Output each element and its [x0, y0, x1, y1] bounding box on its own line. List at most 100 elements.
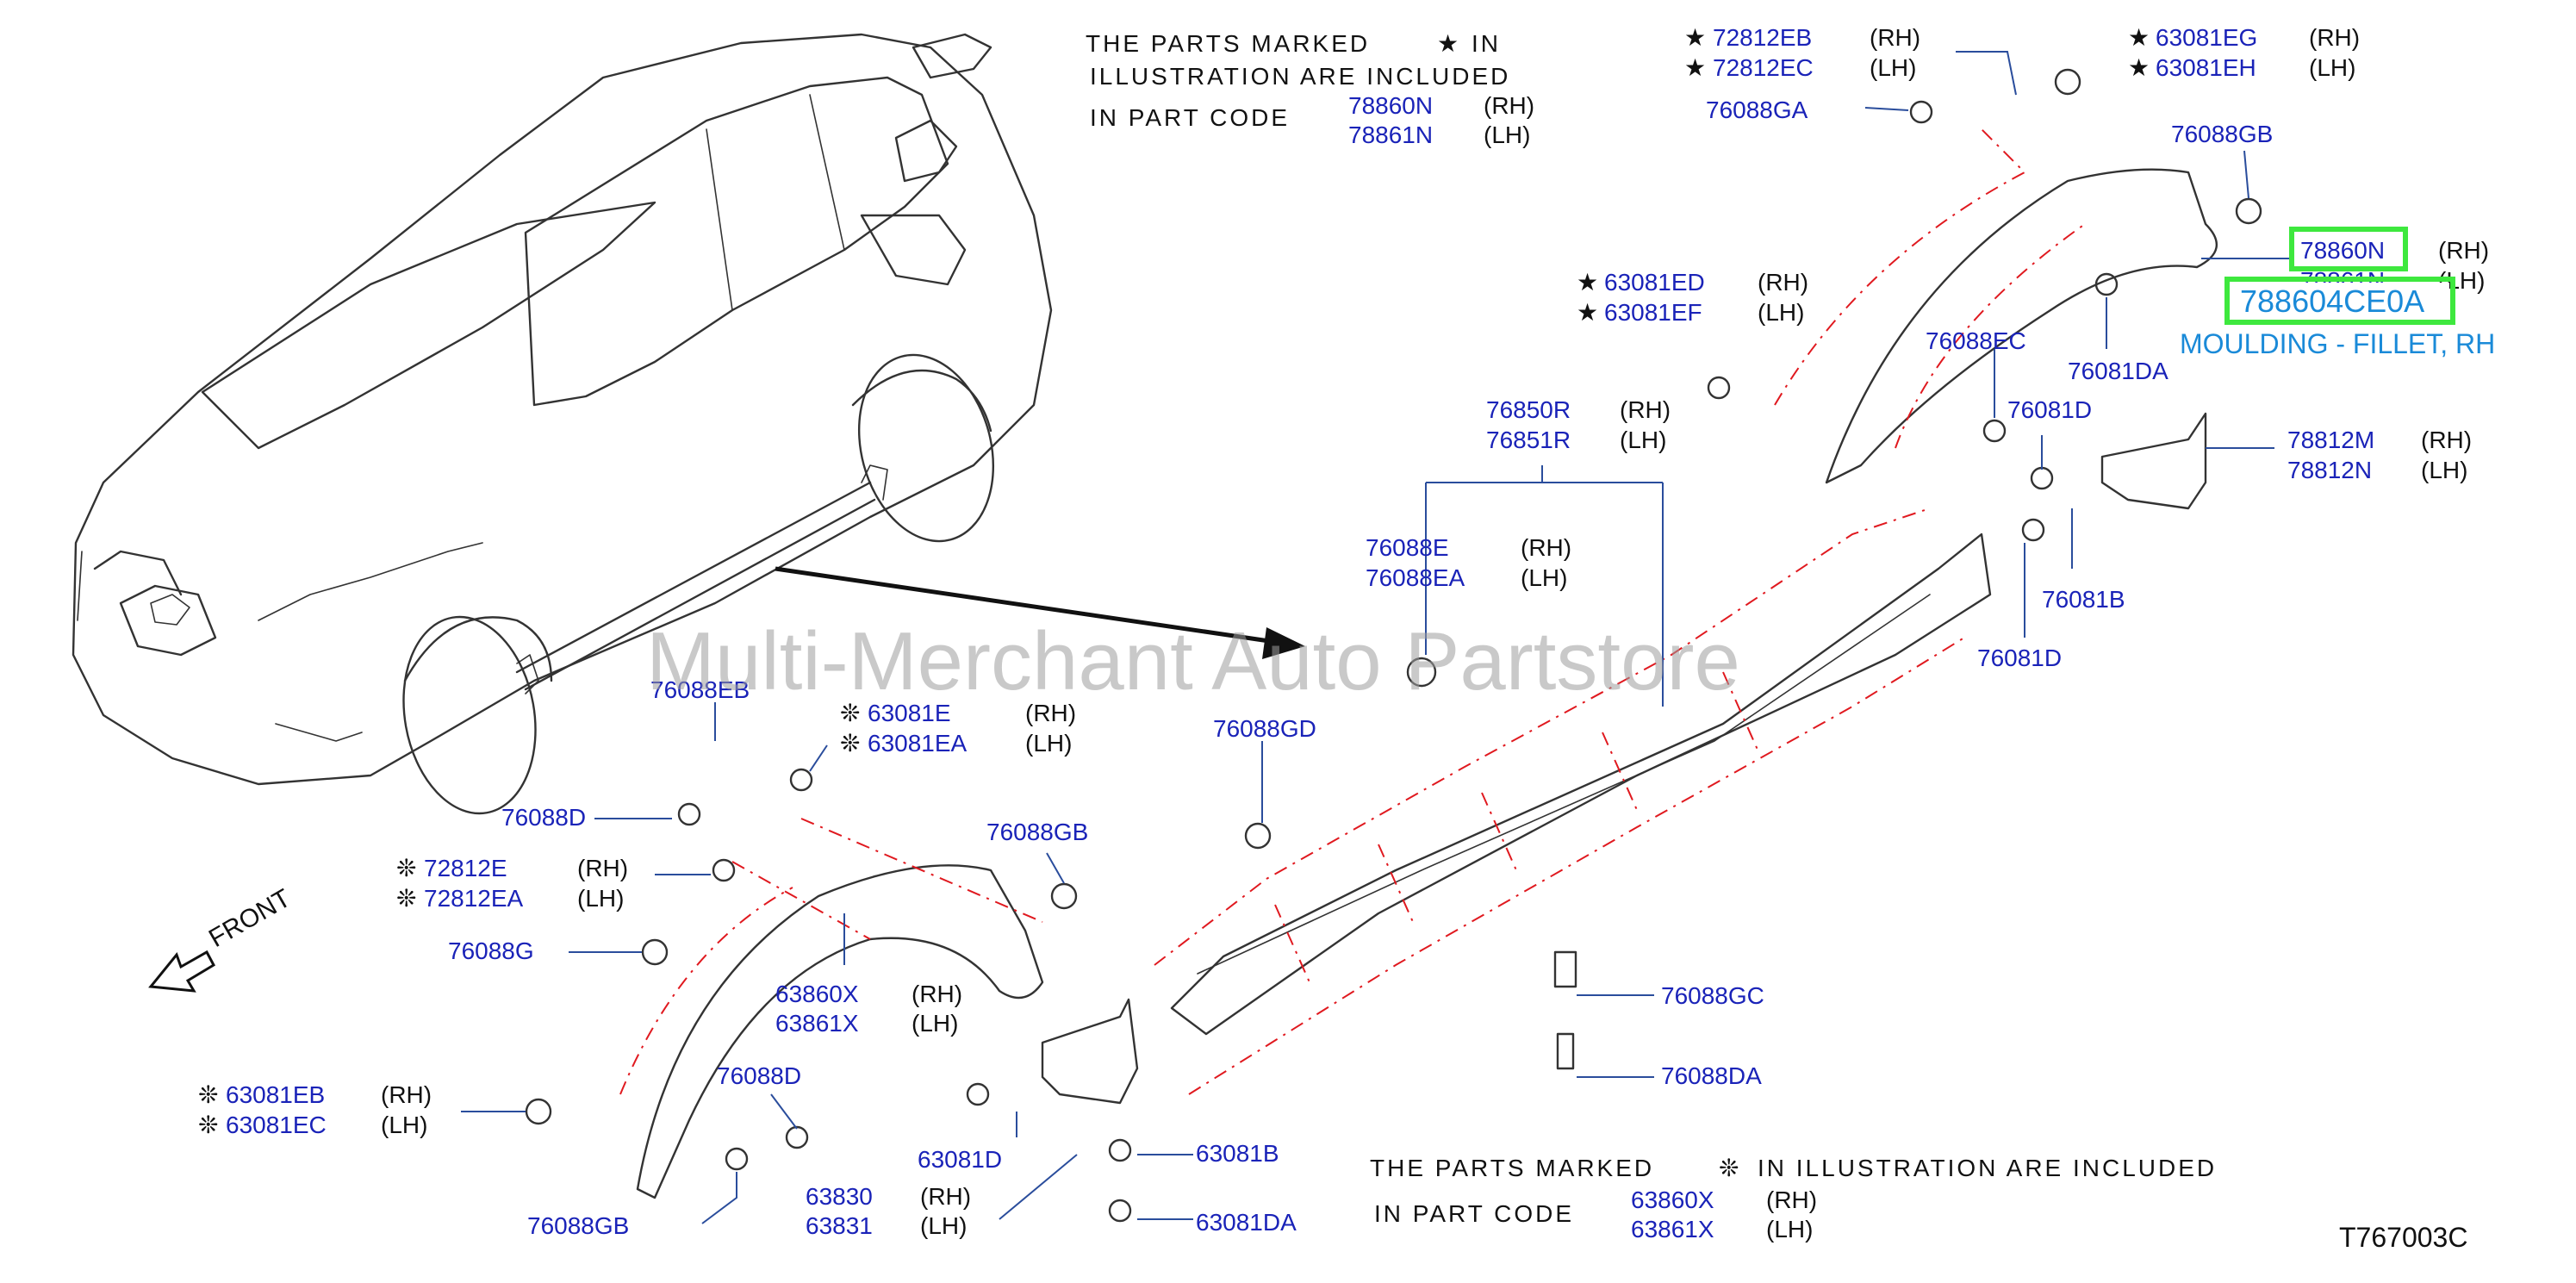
- side-76850R: (RH): [1620, 396, 1671, 423]
- note-snow-line1b: IN ILLUSTRATION ARE INCLUDED: [1758, 1155, 2217, 1181]
- note-snow-line1: THE PARTS MARKED: [1370, 1155, 1654, 1181]
- part-76088GC[interactable]: 76088GC: [1661, 982, 1764, 1009]
- part-76081DA-top[interactable]: 76081DA: [2068, 358, 2168, 384]
- note-snowflake: THE PARTS MARKED ❊ IN ILLUSTRATION ARE I…: [1370, 1155, 2217, 1243]
- side-63830: (RH): [920, 1183, 971, 1210]
- part-72812E[interactable]: 72812E: [424, 855, 507, 881]
- part-76088GA[interactable]: 76088GA: [1706, 97, 1808, 123]
- note-star-line1b: IN: [1472, 30, 1501, 57]
- highlight-description: MOULDING - FILLET, RH: [2180, 328, 2495, 359]
- mark-63081EB: ❊: [198, 1081, 218, 1108]
- part-63081DA[interactable]: 63081DA: [1196, 1209, 1297, 1236]
- note-snow-rh: (RH): [1766, 1186, 1817, 1213]
- note-snow-lh: (LH): [1766, 1216, 1813, 1243]
- side-78812M: (RH): [2421, 427, 2472, 453]
- side-sill-moulding: [1154, 508, 1992, 1095]
- part-63081EG[interactable]: 63081EG: [2156, 24, 2257, 51]
- mark-63081ED: ★: [1577, 269, 1598, 296]
- part-76088EA[interactable]: 76088EA: [1366, 564, 1465, 591]
- mark-72812EC: ★: [1684, 54, 1706, 81]
- part-76088GB-bot[interactable]: 76088GB: [527, 1212, 629, 1239]
- part-63860X[interactable]: 63860X: [775, 981, 859, 1007]
- part-63081ED[interactable]: 63081ED: [1604, 269, 1705, 296]
- note-snow-symbol: ❊: [1719, 1155, 1739, 1181]
- vehicle-illustration: [72, 33, 1053, 815]
- side-63081EC: (LH): [381, 1112, 427, 1138]
- part-63830[interactable]: 63830: [806, 1183, 873, 1210]
- side-63831: (LH): [920, 1212, 967, 1239]
- watermark: Multi-Merchant Auto Partstore: [646, 615, 1740, 707]
- part-63081D[interactable]: 63081D: [918, 1146, 1002, 1173]
- part-76088GD[interactable]: 76088GD: [1213, 715, 1316, 742]
- part-63081EF[interactable]: 63081EF: [1604, 299, 1702, 326]
- part-76851R[interactable]: 76851R: [1486, 427, 1571, 453]
- part-63081EC[interactable]: 63081EC: [226, 1112, 327, 1138]
- side-63861X: (LH): [912, 1010, 958, 1037]
- side-63081EH: (LH): [2309, 54, 2355, 81]
- part-63831[interactable]: 63831: [806, 1212, 873, 1239]
- side-63081ED: (RH): [1758, 269, 1808, 296]
- part-76088E[interactable]: 76088E: [1366, 534, 1449, 561]
- highlight-box-part: [2224, 277, 2455, 325]
- part-78860N[interactable]: 78860N: [2300, 237, 2385, 264]
- note-star-symbol: ★: [1437, 30, 1459, 57]
- detail-arrow: [775, 566, 1305, 659]
- mark-63081EF: ★: [1577, 299, 1598, 326]
- side-78812N: (LH): [2421, 457, 2467, 483]
- front-indicator: FRONT: [148, 884, 296, 993]
- side-63081EB: (RH): [381, 1081, 432, 1108]
- note-star-lh-code: 78861N: [1348, 121, 1433, 148]
- part-76088DA[interactable]: 76088DA: [1661, 1062, 1762, 1089]
- note-snow-line2: IN PART CODE: [1374, 1200, 1574, 1227]
- side-76088EA: (LH): [1521, 564, 1567, 591]
- part-63081B[interactable]: 63081B: [1196, 1140, 1279, 1167]
- part-76081D-a[interactable]: 76081D: [2007, 396, 2092, 423]
- part-76088G[interactable]: 76088G: [448, 937, 534, 964]
- note-star-lh: (LH): [1484, 121, 1530, 148]
- side-72812E: (RH): [577, 855, 628, 881]
- side-63081E: (RH): [1025, 700, 1076, 726]
- leader-lines: [461, 51, 2292, 1224]
- highlight-part-number[interactable]: 788604CE0A: [2240, 283, 2424, 319]
- bottom-fender-moulding: [619, 818, 1044, 1199]
- side-76851R: (LH): [1620, 427, 1666, 453]
- mark-63081E: ❊: [840, 700, 860, 726]
- part-76088GB-mid[interactable]: 76088GB: [986, 819, 1088, 845]
- part-76088D-a[interactable]: 76088D: [501, 804, 586, 831]
- note-snow-lh-code: 63861X: [1631, 1216, 1714, 1243]
- mud-guard-right: [2100, 412, 2207, 510]
- part-63081E[interactable]: 63081E: [868, 700, 951, 726]
- mark-63081EC: ❊: [198, 1112, 218, 1138]
- part-76088EC[interactable]: 76088EC: [1926, 327, 2026, 354]
- part-76088D-b[interactable]: 76088D: [717, 1062, 801, 1089]
- part-72812EC[interactable]: 72812EC: [1713, 54, 1814, 81]
- side-63081EG: (RH): [2309, 24, 2360, 51]
- part-63081EA[interactable]: 63081EA: [868, 730, 968, 757]
- part-78812N[interactable]: 78812N: [2287, 457, 2372, 483]
- mark-72812EA: ❊: [396, 885, 416, 912]
- part-63081EB[interactable]: 63081EB: [226, 1081, 325, 1108]
- note-star-rh: (RH): [1484, 92, 1534, 119]
- part-76088GB-top[interactable]: 76088GB: [2171, 121, 2273, 147]
- part-76850R[interactable]: 76850R: [1486, 396, 1571, 423]
- side-72812EC: (LH): [1870, 54, 1916, 81]
- mark-63081EA: ❊: [840, 730, 860, 757]
- mark-63081EH: ★: [2128, 54, 2150, 81]
- part-63081EH[interactable]: 63081EH: [2156, 54, 2256, 81]
- highlight-backdrop: [2231, 283, 2449, 319]
- part-76081D-b[interactable]: 76081D: [1977, 645, 2062, 671]
- side-63081EA: (LH): [1025, 730, 1072, 757]
- part-72812EB[interactable]: 72812EB: [1713, 24, 1812, 51]
- note-star-rh-code: 78860N: [1348, 92, 1433, 119]
- part-72812EA[interactable]: 72812EA: [424, 885, 524, 912]
- highlight-box-78860N: [2289, 227, 2408, 271]
- part-78812M[interactable]: 78812M: [2287, 427, 2374, 453]
- highlight-group: 788604CE0A MOULDING - FILLET, RH: [2180, 227, 2495, 359]
- part-63861X[interactable]: 63861X: [775, 1010, 859, 1037]
- note-snow-rh-code: 63860X: [1631, 1186, 1714, 1213]
- part-76088EB[interactable]: 76088EB: [650, 676, 750, 703]
- side-78860N: (RH): [2438, 237, 2489, 264]
- part-76081B[interactable]: 76081B: [2042, 586, 2125, 613]
